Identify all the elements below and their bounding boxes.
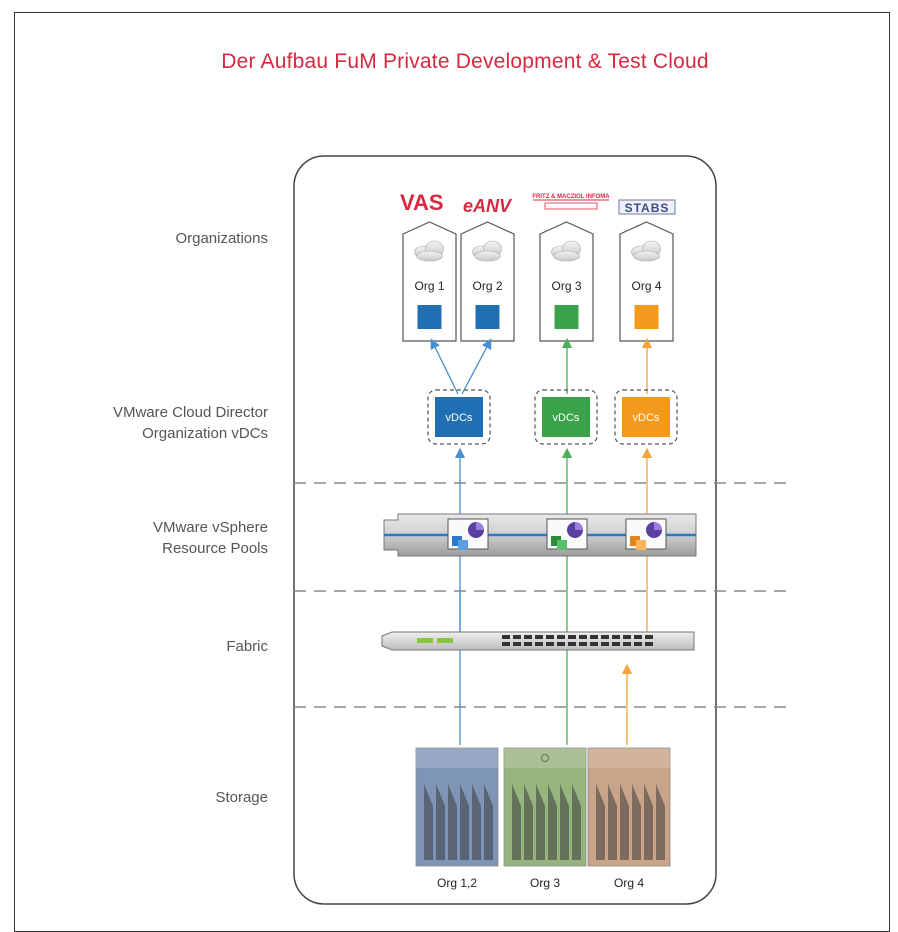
org-box-1: Org 1 (402, 221, 457, 342)
storage-unit-3: Org 4 (587, 747, 671, 890)
layer-label-vdc: VMware Cloud Director Organization vDCs (28, 402, 268, 444)
vdc-label: vDCs (553, 412, 580, 424)
storage-label: Org 4 (614, 876, 644, 890)
fabric-port (612, 635, 620, 639)
logo-org3-text: FRITZ & MACZIOL INFOMA (532, 194, 610, 200)
layer-label-fabric: Fabric (226, 638, 268, 655)
logo-org2-text: eANV (463, 196, 513, 216)
org-label: Org 1 (414, 279, 444, 293)
vdc-box-2: vDCs (534, 389, 598, 445)
logo-org4: STABS (618, 199, 676, 215)
layer-label-vsphere-line2: Resource Pools (162, 540, 268, 557)
fabric-port (568, 635, 576, 639)
fabric-switch (381, 631, 695, 651)
storage-unit-1: Org 1,2 (415, 747, 499, 890)
vdc-label: vDCs (446, 412, 473, 424)
fabric-port (557, 642, 565, 646)
org-resource-square (554, 305, 579, 329)
resource-pool-green-icon (551, 522, 583, 550)
fabric-port (502, 642, 510, 646)
cloud-icon (631, 240, 661, 262)
fabric-port (601, 635, 609, 639)
org-label: Org 2 (472, 279, 502, 293)
resource-pool-blue-icon (452, 522, 484, 550)
fabric-port (590, 635, 598, 639)
org-box-2: Org 2 (460, 221, 515, 342)
vsphere-resource-pools (383, 513, 697, 557)
fabric-port (546, 642, 554, 646)
cloud-icon (551, 240, 581, 262)
layer-label-vdc-line2: Organization vDCs (142, 425, 268, 442)
logo-org2: eANV (463, 196, 513, 216)
fabric-port (568, 642, 576, 646)
fabric-port (513, 635, 521, 639)
fabric-port (645, 635, 653, 639)
cloud-container (293, 155, 717, 905)
cloud-icon (414, 240, 444, 262)
fabric-port (513, 642, 521, 646)
diagram-title: Der Aufbau FuM Private Development & Tes… (221, 50, 709, 73)
storage-unit-2: Org 3 (503, 747, 587, 890)
arrow-vdc1-org2 (461, 338, 492, 395)
logo-org4-text: STABS (625, 201, 670, 215)
logo-org3: FRITZ & MACZIOL INFOMA (532, 194, 610, 210)
vdc-label: vDCs (633, 412, 660, 424)
fabric-port (535, 642, 543, 646)
vdc-box-3: vDCs (614, 389, 678, 445)
org-resource-square (634, 305, 659, 329)
fabric-port (535, 635, 543, 639)
fabric-port (645, 642, 653, 646)
fabric-port (612, 642, 620, 646)
org-label: Org 4 (631, 279, 661, 293)
org-resource-square (417, 305, 442, 329)
storage-label: Org 1,2 (437, 876, 477, 890)
fabric-port (524, 635, 532, 639)
logo-org1-text: VAS (400, 190, 444, 215)
fabric-port (634, 635, 642, 639)
fabric-port (590, 642, 598, 646)
resource-pool-orange-icon (630, 522, 662, 550)
cloud-icon (472, 240, 502, 262)
fabric-port (579, 635, 587, 639)
fabric-port (601, 642, 609, 646)
arrow-vdc1-org1 (430, 338, 459, 395)
fabric-port (557, 635, 565, 639)
fabric-port (502, 635, 510, 639)
org-resource-square (475, 305, 500, 329)
layer-label-vdc-line1: VMware Cloud Director (112, 404, 268, 421)
fabric-port (579, 642, 587, 646)
org-box-4: Org 4 (619, 221, 674, 342)
fabric-port (623, 642, 631, 646)
fabric-port (634, 642, 642, 646)
layer-label-organizations: Organizations (175, 230, 268, 247)
org-box-3: Org 3 (539, 221, 594, 342)
logo-org1: VAS (400, 190, 444, 215)
storage-label: Org 3 (530, 876, 560, 890)
layer-label-storage: Storage (215, 789, 268, 806)
vdc-box-1: vDCs (427, 389, 491, 445)
layer-label-vsphere: VMware vSphere Resource Pools (28, 517, 268, 559)
fabric-port (524, 642, 532, 646)
org-label: Org 3 (551, 279, 581, 293)
layer-label-vsphere-line1: VMware vSphere (152, 519, 268, 536)
fabric-port (546, 635, 554, 639)
fabric-port (623, 635, 631, 639)
